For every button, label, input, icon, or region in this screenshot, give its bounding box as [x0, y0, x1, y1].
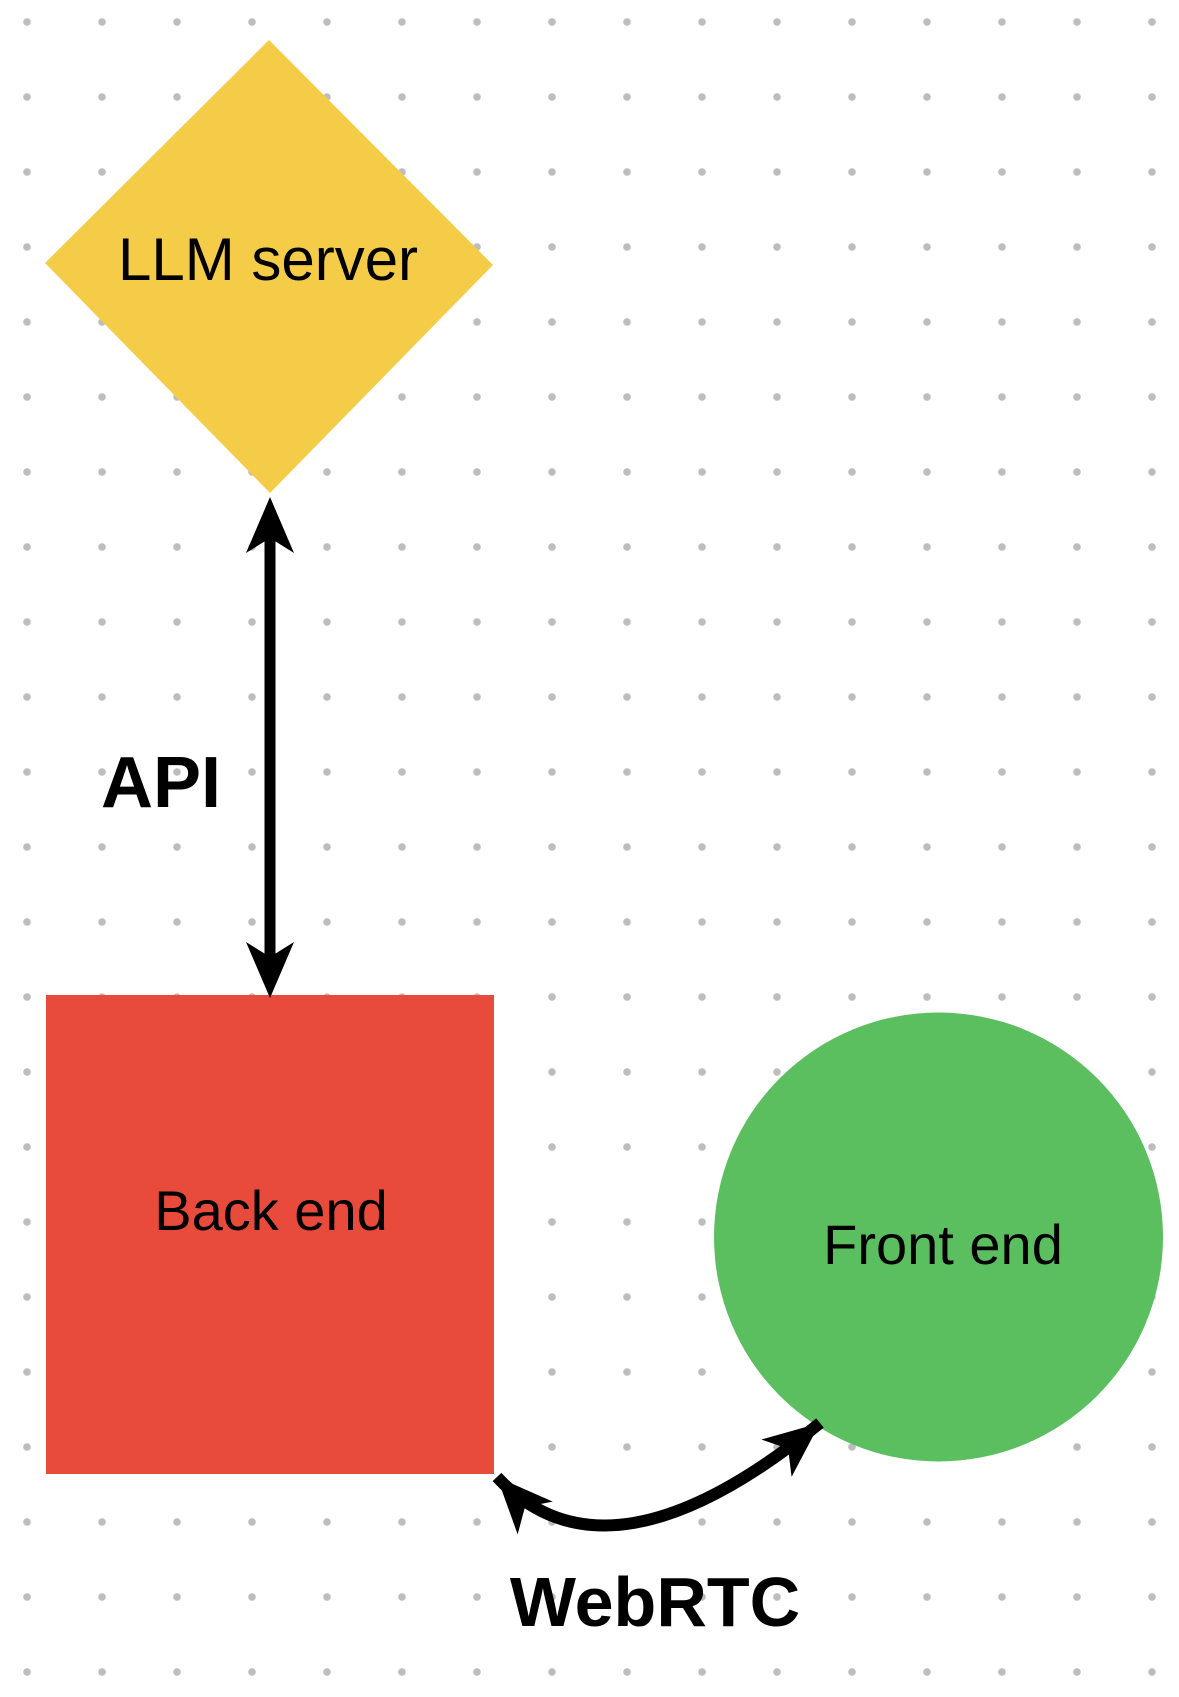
api-arrowhead-down-icon: [246, 942, 294, 998]
webrtc-arrowhead-left-icon: [497, 1477, 553, 1535]
api-arrow[interactable]: [246, 497, 294, 998]
back-end-label: Back end: [154, 1179, 388, 1242]
front-end-node[interactable]: [714, 1012, 1163, 1462]
api-arrowhead-up-icon: [246, 497, 294, 553]
webrtc-arrow[interactable]: [479, 1404, 835, 1535]
front-end-label: Front end: [823, 1213, 1063, 1276]
llm-server-node[interactable]: [45, 40, 493, 493]
api-edge-label: API: [100, 743, 222, 823]
back-end-node[interactable]: [46, 995, 494, 1474]
webrtc-edge-label: WebRTC: [509, 1563, 801, 1641]
llm-server-label: LLM server: [117, 226, 419, 293]
webrtc-arrowhead-right-icon: [761, 1423, 820, 1477]
